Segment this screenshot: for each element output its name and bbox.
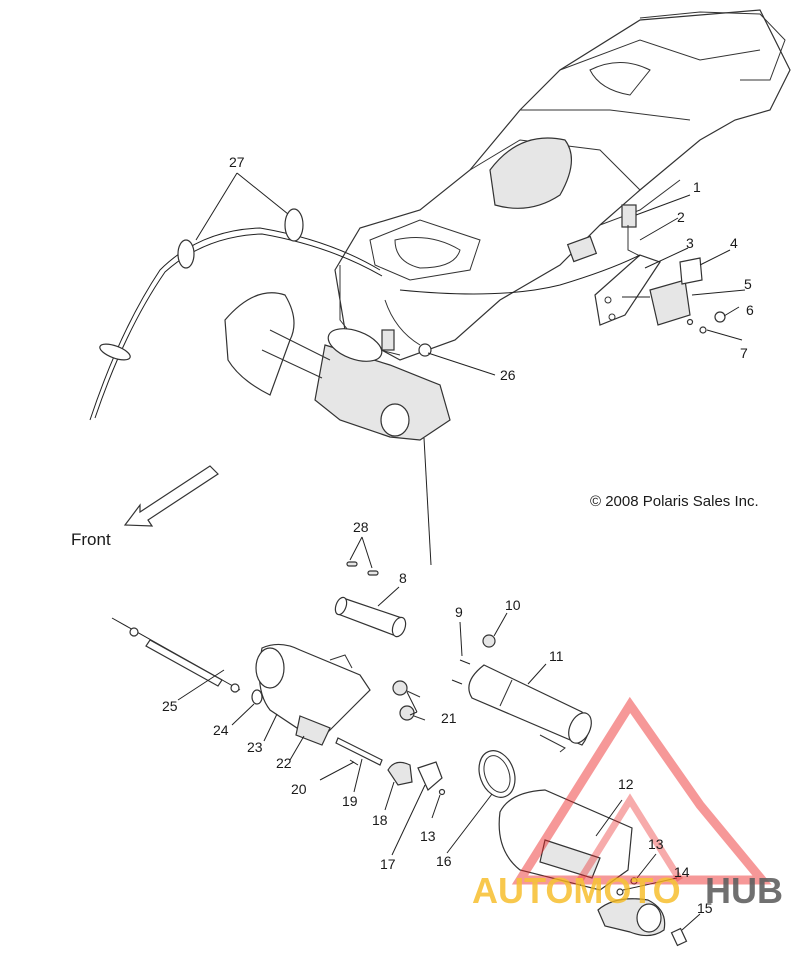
callout-13b: 13: [648, 836, 664, 852]
part-8-coupler: [334, 596, 407, 638]
part-10-cap: [482, 634, 496, 648]
callout-1: 1: [693, 179, 701, 195]
callout-26: 26: [500, 367, 516, 383]
callout-3: 3: [686, 235, 694, 251]
part-14-screw: [616, 888, 624, 896]
callout-numbers: 1 2 3 4 5 6 7 8 9 10 11 12 13 13 14 15 1…: [162, 154, 754, 916]
part-28-keys: [346, 561, 379, 576]
callout-27: 27: [229, 154, 245, 170]
starter-assembly: [224, 292, 451, 441]
callout-2: 2: [677, 209, 685, 225]
callout-22: 22: [276, 755, 292, 771]
callout-28: 28: [353, 519, 369, 535]
part-13-screw: [630, 877, 638, 885]
callout-9: 9: [455, 604, 463, 620]
part-15-end-cap: [597, 898, 688, 947]
front-label: Front: [71, 530, 111, 549]
callout-20: 20: [291, 781, 307, 797]
part-21-bolts: [392, 680, 426, 721]
part-17: [417, 761, 443, 791]
frame-tunnel: [334, 9, 791, 361]
callout-10: 10: [505, 597, 521, 613]
callout-16: 16: [436, 853, 452, 869]
part-18: [387, 761, 413, 786]
callout-13a: 13: [420, 828, 436, 844]
callout-15: 15: [697, 900, 713, 916]
part-24-washer: [251, 689, 263, 705]
callout-4: 4: [730, 235, 738, 251]
callout-21: 21: [441, 710, 457, 726]
part-25-shaft: [111, 617, 241, 693]
part-12-cover: [498, 789, 633, 891]
part-9-bolts: [451, 659, 471, 685]
callout-25: 25: [162, 698, 178, 714]
callout-5: 5: [744, 276, 752, 292]
callout-6: 6: [746, 302, 754, 318]
part-22-housing: [255, 643, 371, 746]
leader-lines: [177, 172, 746, 931]
callout-17: 17: [380, 856, 396, 872]
callout-18: 18: [372, 812, 388, 828]
part-16-clamp: [478, 750, 516, 798]
callout-11: 11: [549, 648, 564, 664]
callout-19: 19: [342, 793, 358, 809]
part-11-motor: [468, 664, 592, 753]
watermark-logo-triangle: [511, 696, 772, 885]
callout-23: 23: [247, 739, 263, 755]
control-module: [622, 257, 726, 334]
callout-12: 12: [618, 776, 634, 792]
front-direction-arrow: [123, 465, 219, 527]
callout-24: 24: [213, 722, 229, 738]
callout-7: 7: [740, 345, 748, 361]
cable-27: [89, 208, 383, 421]
watermark-text-hub: HUB: [705, 870, 783, 911]
watermark-text-automoto: AUTOMOTO: [472, 870, 681, 911]
copyright-notice: © 2008 Polaris Sales Inc.: [590, 493, 759, 510]
callout-8: 8: [399, 570, 407, 586]
automotohub-watermark: AUTOMOTO HUB: [472, 696, 783, 911]
callout-14: 14: [674, 864, 690, 880]
part-19-20-pin: [335, 737, 383, 766]
